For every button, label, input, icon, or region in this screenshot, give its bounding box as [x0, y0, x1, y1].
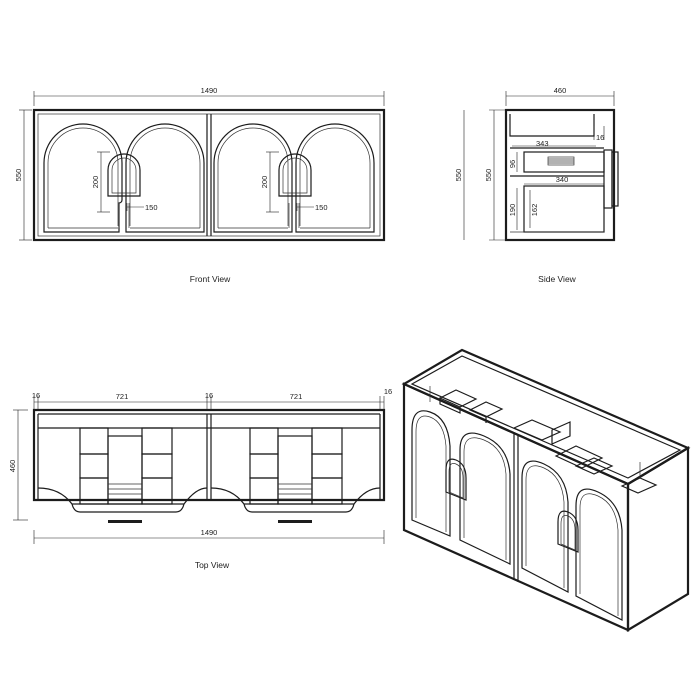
front-view-caption: Front View: [190, 274, 231, 284]
top-left-bay: [37, 427, 208, 523]
front-cabinet-outline: [32, 108, 386, 242]
side-view-caption: Side View: [538, 274, 577, 284]
top-view-caption: Top View: [195, 560, 230, 570]
side-height-outer-label: 550: [454, 169, 463, 182]
side-door-handle: [611, 151, 619, 207]
side-drawer-depth-label: 343: [536, 139, 549, 148]
top-edge-left-label: 16: [32, 391, 40, 400]
front-right-cutout-dims: 200 150: [260, 151, 328, 213]
top-cabinet-outline: [32, 408, 386, 502]
front-right-door-arches: [213, 123, 375, 233]
front-right-cutout-width: 150: [315, 203, 328, 212]
side-height-inner-dimension: 550: [484, 109, 506, 241]
front-view: 1490 550: [14, 86, 386, 284]
top-bay-right-label: 721: [290, 392, 303, 401]
side-height-inner-label: 550: [484, 169, 493, 182]
iso-front-face: [402, 382, 630, 632]
side-depth-label: 460: [554, 86, 567, 95]
side-drawer: [523, 151, 605, 173]
top-width-segments-dimension: 16 721 16 721 16: [32, 387, 392, 410]
front-left-cutout-width: 150: [145, 203, 158, 212]
front-left-cutout-dims: 200 150: [91, 151, 158, 213]
side-door-edge: [603, 149, 613, 209]
top-right-bay: [210, 427, 381, 523]
front-left-cutout-height: 200: [91, 176, 100, 189]
side-height-outer-dimension: 550: [454, 110, 465, 240]
side-depth-dimension: 460: [505, 86, 615, 106]
side-view: 460 550 550 343 16 96 3: [454, 86, 619, 284]
side-panel-label: 16: [596, 133, 604, 142]
front-right-cutout-height: 200: [260, 176, 269, 189]
front-cabinet-inner: [37, 113, 381, 237]
front-width-label: 1490: [201, 86, 218, 95]
top-width-label: 1490: [201, 528, 218, 537]
side-shelf-depth-label: 340: [556, 175, 569, 184]
top-mid-label: 16: [205, 391, 213, 400]
top-bay-left-label: 721: [116, 392, 129, 401]
top-width-dimension: 1490: [33, 528, 385, 544]
isometric-view: [401, 348, 691, 632]
top-depth-label: 460: [8, 460, 17, 473]
iso-left-door-arches: [411, 410, 511, 565]
front-height-dimension: 550: [14, 109, 32, 241]
side-cabinet-outline: [504, 108, 616, 242]
top-edge-right-label: 16: [384, 387, 392, 396]
side-lower-height-label: 190: [508, 204, 517, 217]
iso-side-face: [626, 446, 690, 632]
iso-right-door-arches: [521, 460, 623, 621]
side-lower-inner-label: 162: [530, 204, 539, 217]
front-height-label: 550: [14, 169, 23, 182]
front-left-door-arches: [43, 123, 205, 233]
side-drawer-height-label: 96: [508, 160, 517, 168]
iso-interior-items: [429, 386, 658, 494]
top-view: 16 721 16 721 16 460 1490: [8, 387, 392, 570]
top-depth-dimension: 460: [8, 409, 28, 521]
front-width-dimension: 1490: [33, 86, 385, 106]
